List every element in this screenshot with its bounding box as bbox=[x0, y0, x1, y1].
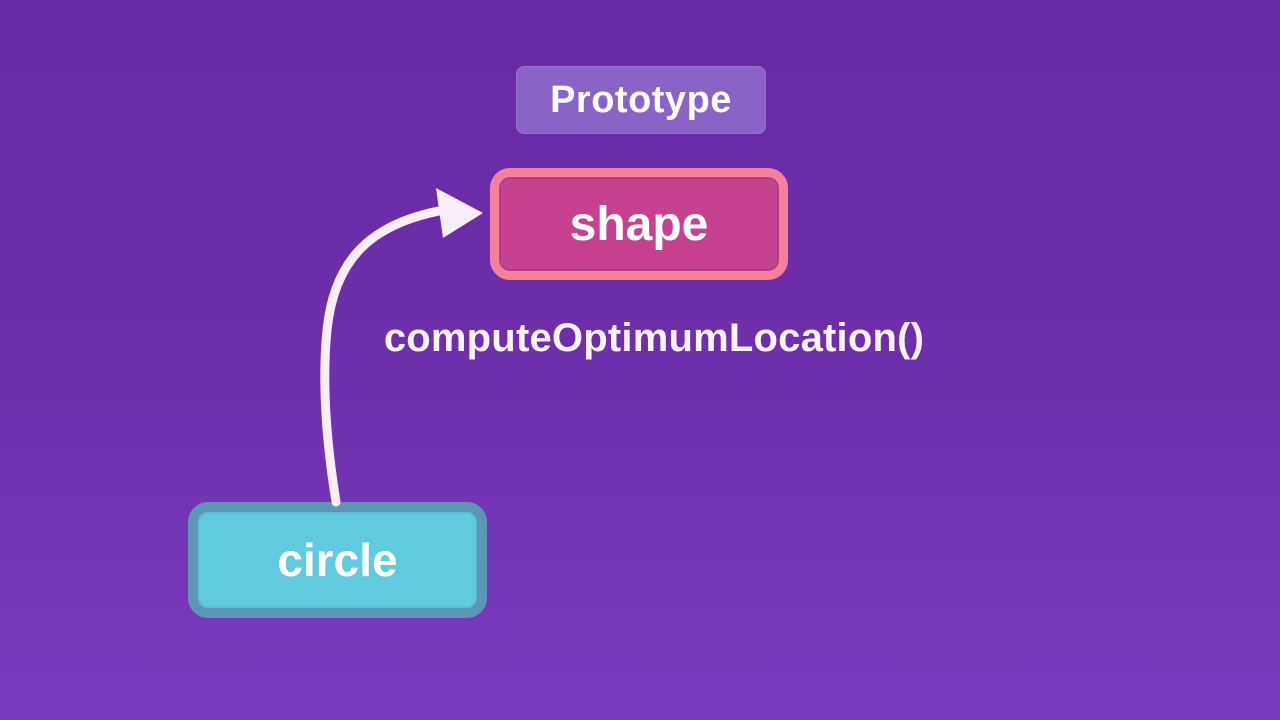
method-name-label: computeOptimumLocation() bbox=[383, 316, 925, 360]
shape-node-label: shape bbox=[569, 197, 709, 251]
arrow-head-icon bbox=[436, 188, 483, 238]
circle-node: circle bbox=[188, 502, 487, 618]
prototype-label-badge: Prototype bbox=[516, 66, 766, 134]
shape-node: shape bbox=[490, 168, 788, 280]
prototype-label-text: Prototype bbox=[550, 78, 732, 121]
circle-node-label: circle bbox=[277, 534, 398, 586]
